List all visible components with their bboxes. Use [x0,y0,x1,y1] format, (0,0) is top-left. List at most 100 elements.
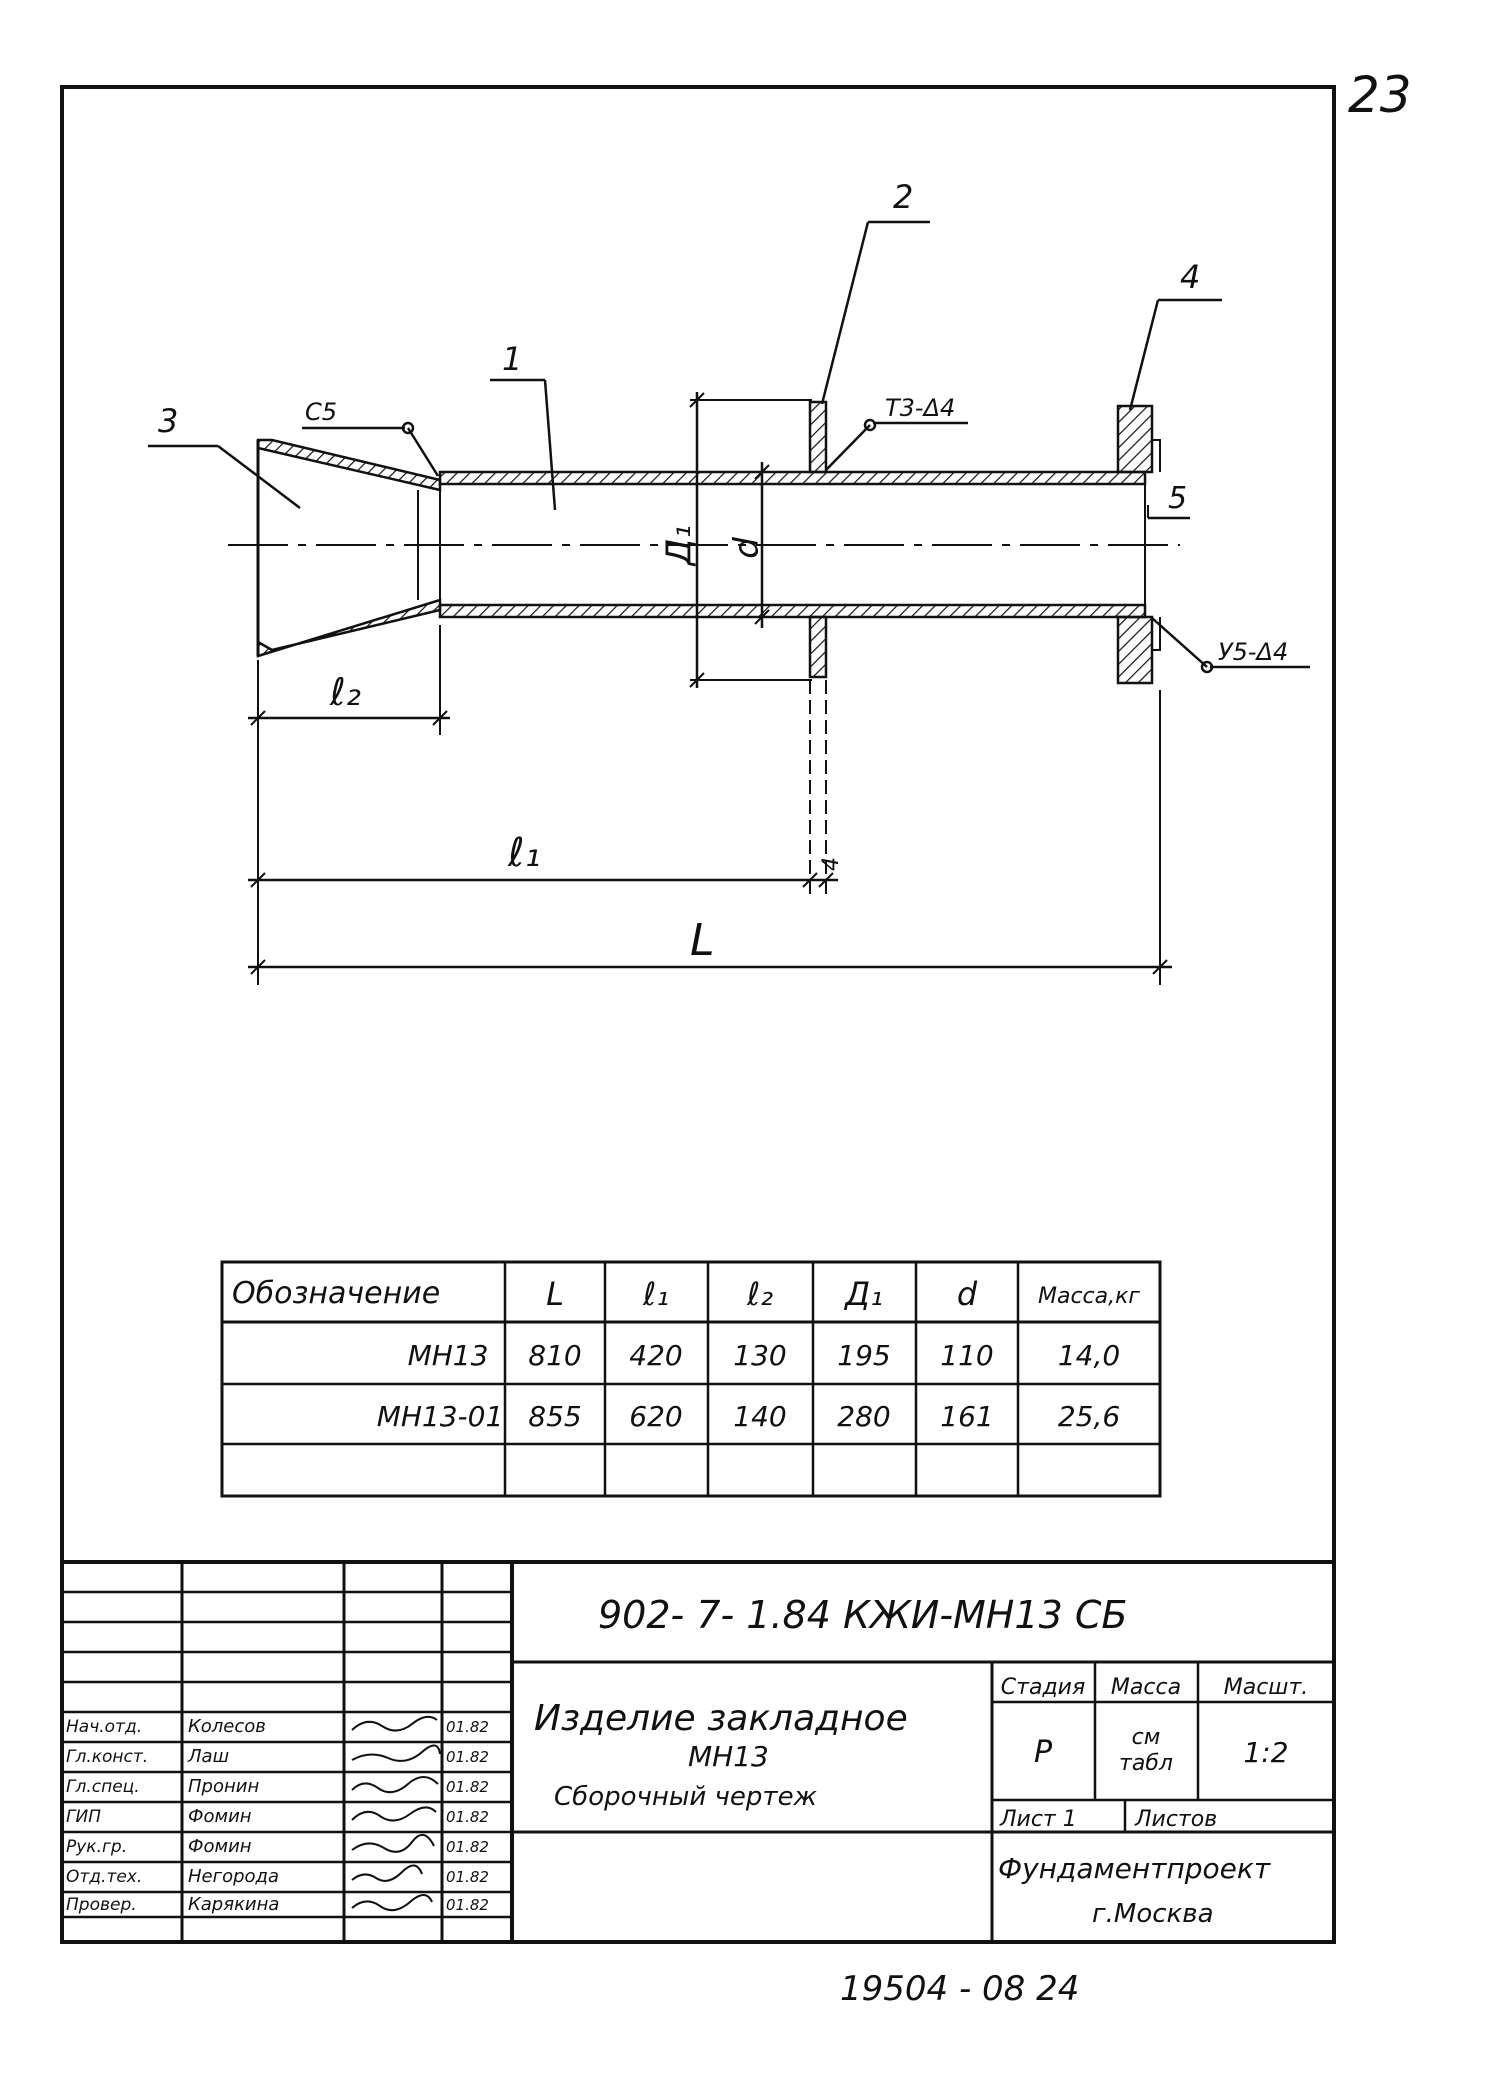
document-title-line1: Изделие закладное [534,1698,908,1739]
position-4: 4 [1180,258,1200,296]
signature-role: ГИП [66,1807,101,1827]
signature-date: 01.82 [446,1718,489,1736]
signature-name: Фомин [188,1806,252,1827]
row1-d: 110 [940,1339,993,1372]
leader-2: 2 [820,178,930,405]
table-header-L: L [546,1275,564,1313]
signature-name: Негорода [188,1866,279,1887]
stage-header: Стадия [1001,1675,1085,1700]
signature-mark [351,1744,441,1762]
table-header-l2: ℓ₂ [746,1275,773,1313]
position-1: 1 [502,340,522,378]
table-header-D1: Д₁ [843,1275,883,1313]
signature-date: 01.82 [446,1748,489,1766]
signature-name: Колесов [188,1716,266,1737]
document-title-line2: МН13 [688,1740,769,1773]
row1-l1: 420 [629,1339,682,1372]
document-title-line3: Сборочный чертеж [554,1782,818,1812]
row1-l2: 130 [733,1339,786,1372]
stage-value: Р [1034,1735,1053,1770]
signature-row: Отд.тех. Негорода 01.82 [66,1864,489,1887]
row2-mass: 25,6 [1058,1400,1120,1433]
row2-l1: 620 [629,1400,682,1433]
signature-date: 01.82 [446,1896,489,1914]
dimension-L-label: L [690,915,715,966]
sheets-label: Листов [1134,1807,1217,1832]
ring-part-4 [1116,404,1161,685]
signature-row: Провер. Карякина 01.82 [66,1894,489,1915]
dimension-l2: ℓ₂ [248,625,450,735]
organization-name: Фундаментпроект [998,1852,1271,1885]
dimension-gap-label: 4 [819,857,844,871]
plate-part-2 [808,400,828,679]
signature-mark [351,1806,437,1822]
title-block: Нач.отд. Колесов 01.82 Гл.конст. Лаш 01.… [62,1560,1334,1942]
dimension-d1-label: Д₁ [659,525,699,567]
dimension-l1-label: ℓ₁ [507,830,541,876]
signature-role: Гл.спец. [66,1777,140,1797]
signature-date: 01.82 [446,1808,489,1826]
leader-5: 5 [1147,481,1190,520]
signature-name: Фомин [188,1836,252,1857]
row2-d: 161 [940,1400,993,1433]
signature-role: Провер. [66,1895,137,1915]
signature-mark [351,1715,438,1732]
weld-callout-t3: Т3-Δ4 [825,394,968,471]
leader-4: 4 [1128,258,1222,411]
table-row: МН13 810 420 130 195 110 14,0 [408,1339,1121,1372]
dimension-d-label: d [727,537,767,559]
cone-part-3 [256,438,442,658]
dimension-d: d [727,462,812,628]
position-3: 3 [158,402,178,440]
scale-value: 1:2 [1243,1736,1288,1769]
row2-D1: 280 [837,1400,890,1433]
mass-value-1: см [1132,1725,1161,1750]
scale-header: Масшт. [1224,1675,1309,1700]
bottom-note: 19504 - 08 24 [840,1969,1079,2009]
position-5: 5 [1168,481,1187,516]
mass-value-2: табл [1119,1751,1173,1776]
sheet-label: Лист 1 [999,1807,1077,1832]
row1-L: 810 [528,1339,581,1372]
table-header-designation: Обозначение [232,1276,440,1311]
weld-label-y5: У5-Δ4 [1218,638,1288,666]
signature-row: Рук.гр. Фомин 01.82 [66,1834,489,1857]
signature-row: ГИП Фомин 01.82 [66,1806,489,1827]
leader-3: 3 [148,402,301,509]
row2-l2: 140 [733,1400,786,1433]
drawing-frame [60,85,1336,1944]
dimension-l1: ℓ₁ 4 [248,680,844,985]
leader-1: 1 [490,340,557,511]
signature-name: Карякина [188,1894,279,1915]
dimension-l2-label: ℓ₂ [329,670,361,714]
table-header-mass: Масса,кг [1038,1284,1140,1309]
table-header-l1: ℓ₁ [642,1275,669,1313]
signature-name: Лаш [187,1746,229,1767]
signature-role: Рук.гр. [66,1837,127,1857]
signature-row: Гл.спец. Пронин 01.82 [66,1776,489,1797]
signature-mark [351,1834,435,1853]
weld-callout-y5: У5-Δ4 [1151,617,1310,674]
dimension-L: L [248,690,1172,985]
signature-mark [351,1776,439,1794]
table-row: МН13-01 855 620 140 280 161 25,6 [377,1400,1120,1433]
part-drawing: 1 2 3 4 5 С5 [148,178,1310,985]
signature-role: Гл.конст. [66,1747,148,1767]
signature-mark [351,1864,423,1882]
table-header-d: d [957,1275,978,1313]
parameters-table: Обозначение L ℓ₁ ℓ₂ Д₁ d Масса,кг МН13 8… [220,1260,1162,1498]
signature-name: Пронин [188,1776,259,1797]
organization-city: г.Москва [1092,1899,1214,1929]
weld-callout-c5: С5 [302,398,440,477]
signature-row: Нач.отд. Колесов 01.82 [66,1715,489,1737]
row2-L: 855 [528,1400,581,1433]
signature-row: Гл.конст. Лаш 01.82 [66,1744,489,1767]
row1-mass: 14,0 [1058,1339,1120,1372]
position-2: 2 [893,178,913,216]
page-number: 23 [1348,66,1412,124]
row1-D1: 195 [837,1339,890,1372]
weld-label-c5: С5 [305,398,337,426]
signature-mark [351,1894,433,1912]
dimension-d1: Д₁ [659,392,812,688]
